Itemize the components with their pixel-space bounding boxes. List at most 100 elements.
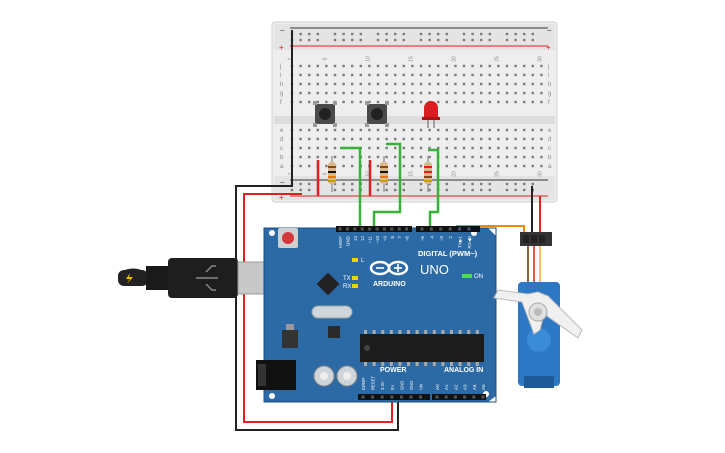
- breadboard-hole: [514, 100, 517, 104]
- breadboard-hole: [351, 82, 354, 86]
- header-pin[interactable]: [390, 395, 394, 399]
- breadboard-hole: [488, 146, 491, 150]
- column-number-label: 5: [322, 172, 328, 175]
- header-pin[interactable]: [382, 227, 386, 231]
- digital-label: DIGITAL (PWM~): [418, 249, 478, 258]
- header-pin[interactable]: [439, 227, 443, 231]
- green-wire-led[interactable]: [428, 148, 440, 226]
- breadboard-hole: [333, 38, 337, 42]
- lightning-icon: [126, 273, 133, 284]
- breadboard-hole: [480, 32, 483, 36]
- green-wire-button-1[interactable]: [340, 146, 362, 226]
- breadboard-hole: [531, 155, 534, 159]
- servo-motor[interactable]: [493, 232, 583, 388]
- resistor-3[interactable]: [424, 156, 432, 192]
- red-5v-wire[interactable]: [243, 193, 393, 423]
- header-pin[interactable]: [448, 227, 452, 231]
- breadboard-hole: [531, 91, 534, 95]
- breadboard-hole: [462, 91, 466, 95]
- breadboard-hole: [411, 64, 414, 68]
- breadboard-hole: [540, 91, 543, 95]
- breadboard-hole: [394, 91, 397, 95]
- green-wire-button-2[interactable]: [372, 142, 402, 226]
- breadboard-hole: [445, 64, 448, 68]
- row-letter-label: j: [547, 64, 549, 70]
- header-pin[interactable]: [380, 395, 384, 399]
- header-pin[interactable]: [338, 227, 342, 231]
- header-pin[interactable]: [419, 395, 423, 399]
- breadboard-hole: [299, 155, 302, 159]
- breadboard-hole: [376, 146, 380, 150]
- breadboard-hole: [333, 73, 337, 77]
- header-pin[interactable]: [405, 227, 409, 231]
- power-pin-label: Vin: [419, 383, 424, 390]
- header-pin[interactable]: [472, 395, 476, 399]
- row-letter-label: g: [280, 91, 283, 97]
- analog-pin-label: A3: [463, 384, 468, 390]
- breadboard-hole: [316, 128, 319, 132]
- header-pin[interactable]: [458, 227, 462, 231]
- black-gnd-wire[interactable]: [235, 30, 399, 431]
- analog-pin-label: A4: [472, 384, 477, 390]
- header-pin[interactable]: [390, 227, 394, 231]
- header-pin[interactable]: [420, 227, 424, 231]
- breadboard-hole: [428, 32, 431, 36]
- pushbutton-1[interactable]: [313, 101, 337, 127]
- pushbutton-2[interactable]: [365, 101, 389, 127]
- breadboard-hole: [523, 155, 526, 159]
- header-pin[interactable]: [463, 395, 467, 399]
- row-letter-label: a: [280, 164, 284, 170]
- row-letter-label: b: [548, 155, 552, 161]
- header-pin[interactable]: [467, 227, 471, 231]
- chip-pin: [450, 330, 453, 334]
- header-pin[interactable]: [375, 227, 379, 231]
- breadboard-hole: [299, 38, 302, 42]
- header-pin[interactable]: [361, 395, 365, 399]
- red-led[interactable]: [422, 101, 440, 128]
- resistor-1[interactable]: [328, 156, 336, 192]
- breadboard-hole: [325, 64, 328, 68]
- chip-pin: [432, 362, 436, 366]
- header-pin[interactable]: [360, 227, 364, 231]
- breadboard-hole: [394, 64, 397, 68]
- reset-button[interactable]: [278, 228, 298, 248]
- digital-header-right: [416, 226, 480, 232]
- header-pin[interactable]: [435, 395, 439, 399]
- header-pin[interactable]: [481, 395, 485, 399]
- header-pin[interactable]: [368, 227, 372, 231]
- header-pin[interactable]: [399, 395, 403, 399]
- breadboard-hole: [488, 82, 491, 86]
- breadboard-hole: [523, 182, 526, 186]
- power-pin-label: IOREF: [361, 377, 366, 390]
- breadboard-channel: [274, 116, 555, 124]
- header-pin[interactable]: [353, 227, 357, 231]
- breadboard-hole: [531, 164, 534, 168]
- header-pin[interactable]: [409, 395, 413, 399]
- header-pin[interactable]: [429, 227, 433, 231]
- breadboard-hole: [385, 128, 388, 132]
- breadboard-hole: [480, 82, 483, 86]
- header-pin[interactable]: [453, 395, 457, 399]
- breadboard-hole: [505, 155, 509, 159]
- breadboard-hole: [308, 32, 311, 36]
- resistor-2[interactable]: [380, 156, 388, 192]
- header-pin[interactable]: [371, 395, 375, 399]
- breadboard-hole: [342, 155, 345, 159]
- breadboard-hole: [308, 155, 311, 159]
- header-pin[interactable]: [397, 227, 401, 231]
- breadboard-hole: [428, 137, 431, 141]
- column-number-label: 15: [408, 56, 414, 62]
- usb-cable[interactable]: [118, 258, 273, 298]
- header-pin[interactable]: [345, 227, 349, 231]
- header-pin[interactable]: [444, 395, 448, 399]
- led-tx-label: TX: [343, 276, 351, 282]
- breadboard-hole: [299, 82, 302, 86]
- chip-pin: [467, 362, 471, 366]
- servo-horn[interactable]: [493, 289, 583, 339]
- chip-pin: [450, 362, 453, 366]
- breadboard-hole: [480, 137, 483, 141]
- breadboard-hole: [402, 137, 405, 141]
- breadboard-hole: [385, 146, 388, 150]
